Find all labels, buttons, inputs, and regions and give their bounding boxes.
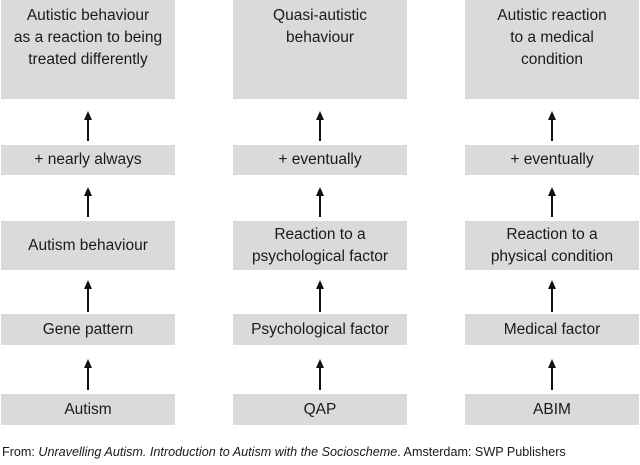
up-arrow-icon	[547, 111, 556, 141]
up-arrow-icon	[315, 280, 324, 312]
caption-book-title: Unravelling Autism. Introduction to Auti…	[38, 445, 398, 459]
up-arrow-icon	[547, 359, 556, 390]
source-caption: From: Unravelling Autism. Introduction t…	[2, 445, 566, 459]
factor-box: Gene pattern	[1, 314, 175, 345]
caption-prefix: From:	[2, 445, 39, 459]
frequency-box: + nearly always	[1, 145, 175, 175]
factor-box: Psychological factor	[233, 314, 407, 345]
reaction-label: Reaction to a physical condition	[490, 225, 614, 265]
up-arrow-icon	[315, 359, 324, 390]
factor-box: Medical factor	[465, 314, 639, 345]
reaction-label: Autism behaviour	[28, 236, 148, 254]
source-box: QAP	[233, 394, 407, 425]
outcome-box: Quasi-autistic behaviour	[233, 0, 407, 99]
frequency-box: + eventually	[465, 145, 639, 175]
up-arrow-icon	[83, 359, 92, 390]
outcome-box: Autistic behaviour as a reaction to bein…	[1, 0, 175, 99]
up-arrow-icon	[83, 187, 92, 217]
source-label: QAP	[303, 400, 337, 418]
up-arrow-icon	[83, 111, 92, 141]
up-arrow-icon	[83, 280, 92, 312]
frequency-label: + nearly always	[34, 151, 142, 168]
source-label: Autism	[64, 400, 112, 418]
factor-label: Psychological factor	[251, 320, 389, 338]
reaction-box: Reaction to a psychological factor	[233, 221, 407, 270]
reaction-box: Autism behaviour	[1, 221, 175, 270]
column-qap: Quasi-autistic behaviour + eventually Re…	[233, 0, 407, 430]
outcome-box: Autistic reaction to a medical condition	[465, 0, 639, 99]
frequency-label: + eventually	[278, 151, 362, 168]
frequency-box: + eventually	[233, 145, 407, 175]
caption-suffix: . Amsterdam: SWP Publishers	[397, 445, 566, 459]
column-abim: Autistic reaction to a medical condition…	[465, 0, 639, 430]
up-arrow-icon	[315, 111, 324, 141]
up-arrow-icon	[547, 280, 556, 312]
outcome-label: Autistic reaction to a medical condition	[497, 7, 607, 68]
up-arrow-icon	[315, 187, 324, 217]
up-arrow-icon	[547, 187, 556, 217]
source-label: ABIM	[533, 400, 571, 418]
reaction-label: Reaction to a psychological factor	[251, 225, 389, 265]
factor-label: Medical factor	[503, 320, 601, 338]
factor-label: Gene pattern	[42, 320, 134, 338]
frequency-label: + eventually	[510, 151, 594, 168]
reaction-box: Reaction to a physical condition	[465, 221, 639, 270]
column-autism: Autistic behaviour as a reaction to bein…	[1, 0, 175, 430]
outcome-label: Quasi-autistic behaviour	[273, 7, 367, 46]
outcome-label: Autistic behaviour as a reaction to bein…	[13, 7, 163, 68]
source-box: Autism	[1, 394, 175, 425]
source-box: ABIM	[465, 394, 639, 425]
